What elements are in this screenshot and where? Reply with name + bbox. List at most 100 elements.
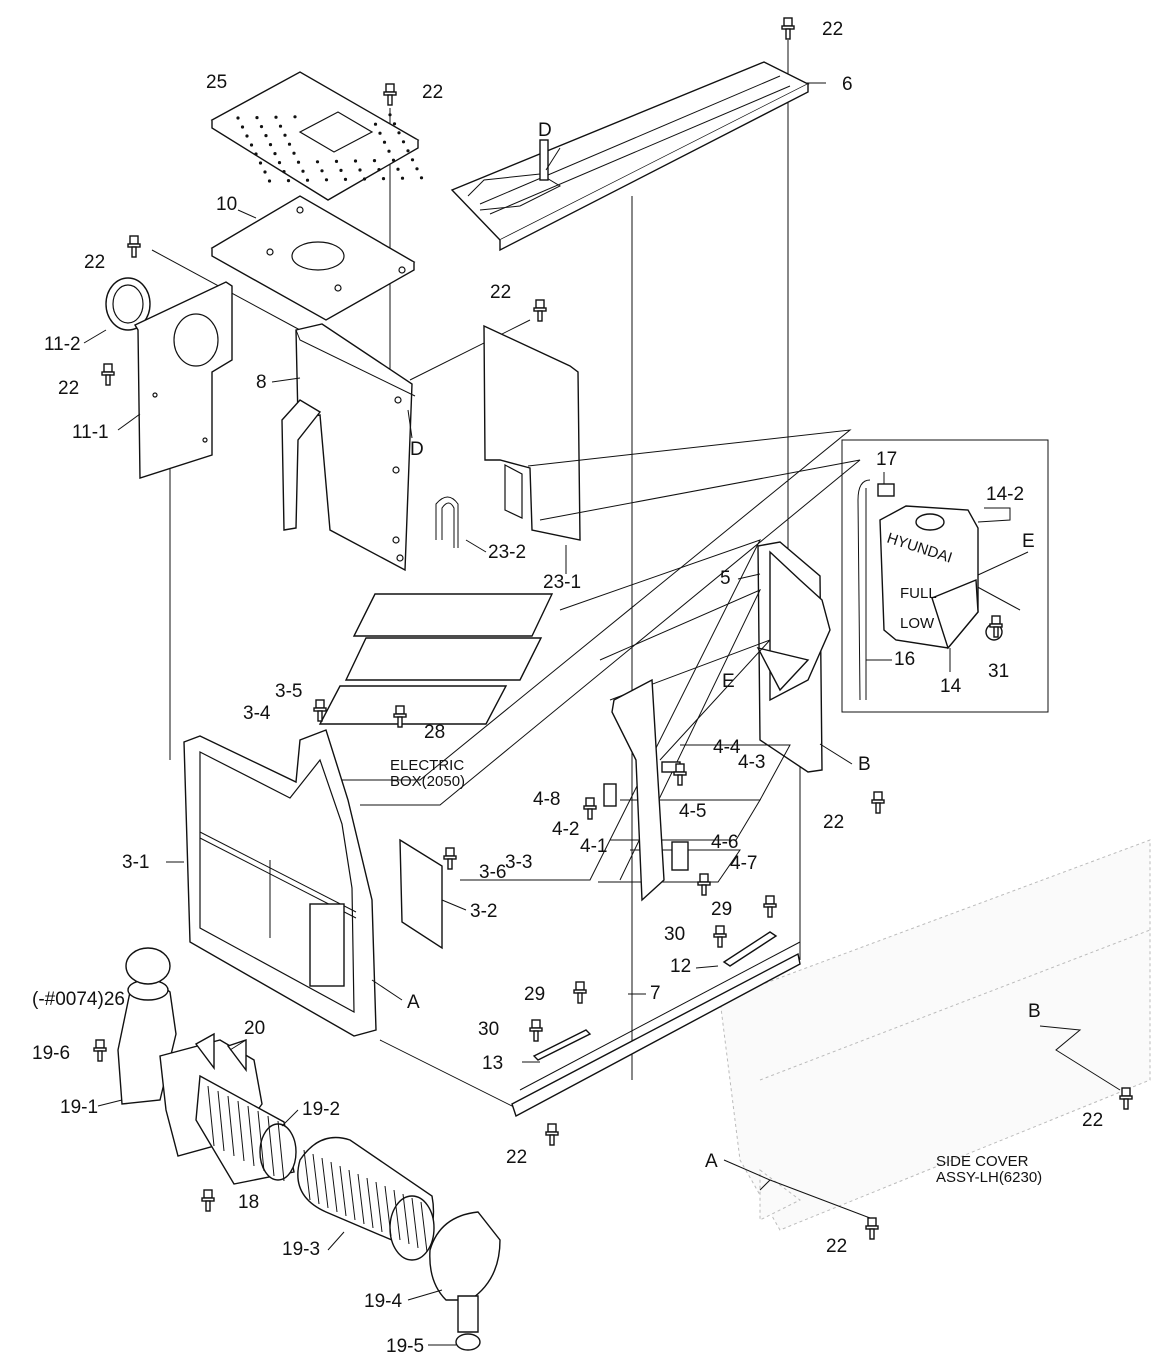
perforation-hole: [372, 159, 377, 163]
label-E: E: [722, 671, 735, 692]
perforation-hole: [381, 177, 386, 181]
filter-mesh-line: [321, 1157, 329, 1209]
label-7: 7: [650, 983, 661, 1004]
filter-mesh-line: [348, 1169, 356, 1221]
bolt-icon: [871, 791, 885, 814]
perforation-hole: [410, 158, 415, 162]
label-19-2: 19-2: [302, 1099, 340, 1120]
label-14-2: 14-2: [986, 484, 1024, 505]
label-12: 12: [670, 956, 691, 977]
label-16: 16: [894, 649, 915, 670]
filter-mesh-line: [402, 1193, 410, 1245]
perforation-hole: [382, 140, 387, 144]
label-E: E: [1022, 531, 1035, 552]
filter-mesh-line: [257, 1110, 265, 1172]
label-D: D: [538, 120, 552, 141]
label-19-3: 19-3: [282, 1239, 320, 1260]
label-31: 31: [988, 661, 1009, 682]
label-8: 8: [256, 372, 267, 393]
perforation-hole: [419, 176, 424, 180]
label-5: 5: [720, 568, 731, 589]
perforation-hole: [267, 179, 272, 183]
label-19-1: 19-1: [60, 1097, 98, 1118]
bolt-icon: [529, 1019, 543, 1042]
filter-mesh-line: [384, 1185, 392, 1237]
label-23-1: 23-1: [543, 572, 581, 593]
perforation-hole: [339, 168, 343, 172]
label-3-1: 3-1: [122, 852, 149, 873]
label-D: D: [410, 439, 424, 460]
perforation-hole: [293, 115, 297, 119]
filter-mesh-line: [375, 1181, 383, 1233]
cover-plates: [318, 429, 861, 883]
perforation-hole: [305, 178, 310, 182]
label-13: 13: [482, 1053, 503, 1074]
perforation-hole: [401, 140, 406, 144]
bolt-icon: [127, 235, 141, 258]
perforation-hole: [255, 116, 259, 120]
perforation-hole: [388, 113, 392, 117]
bolt-icon: [443, 847, 457, 870]
label-19-4: 19-4: [364, 1291, 402, 1312]
panel-23-1: [483, 324, 581, 541]
bolt-icon: [93, 1039, 107, 1062]
bolt-icon: [201, 1189, 215, 1212]
filter-mesh-line: [420, 1201, 428, 1253]
bolt-icon: [573, 981, 587, 1004]
callout-leaders: [83, 82, 1121, 1346]
label-22: 22: [823, 812, 844, 833]
label-22: 22: [84, 252, 105, 273]
note-electric-box: ELECTRIC: [390, 757, 464, 774]
perforation-hole: [358, 168, 362, 172]
label-22: 22: [826, 1236, 847, 1257]
plate-3-2: [399, 838, 443, 950]
label-25: 25: [206, 72, 227, 93]
perforation-hole: [334, 159, 339, 163]
label-11-1: 11-1: [72, 422, 109, 443]
label-4-4: 4-4: [713, 737, 741, 758]
label-3-2: 3-2: [470, 901, 497, 922]
note-side-cover: SIDE COVER: [936, 1153, 1029, 1170]
bolt-icon: [989, 615, 1003, 638]
filter-mesh-line: [366, 1177, 374, 1229]
bolt-icon: [583, 797, 597, 820]
label-10: 10: [216, 194, 237, 215]
filter-mesh-line: [207, 1085, 215, 1147]
label-22: 22: [422, 82, 443, 103]
perforation-hole: [245, 134, 249, 138]
callout-labels: 22 6 25 22 D 10 22 22 11-2 22 8 11-1 D 1…: [32, 19, 1103, 1357]
label-4-2: 4-2: [552, 819, 579, 840]
note-side-cover-code: ASSY-LH(6230): [936, 1169, 1042, 1186]
bolt-icon: [763, 895, 777, 918]
filter-mesh-line: [339, 1165, 347, 1217]
perforation-hole: [320, 169, 324, 173]
filter-mesh-line: [247, 1105, 255, 1167]
label-6: 6: [842, 74, 853, 95]
perforation-hole: [400, 176, 405, 180]
rail-7: [511, 941, 801, 1118]
perforation-hole: [377, 168, 381, 172]
perforation-hole: [254, 152, 258, 156]
perforation-hole: [315, 160, 320, 164]
label-4-6: 4-6: [711, 832, 738, 853]
filter-mesh-line: [312, 1153, 320, 1205]
label-28: 28: [424, 722, 445, 743]
bracket-8: [281, 323, 416, 572]
perforation-hole: [387, 149, 391, 153]
bolt-icon: [101, 363, 115, 386]
perforation-hole: [292, 151, 296, 155]
channel-6: [450, 61, 810, 252]
perforation-hole: [343, 177, 348, 181]
label-22: 22: [58, 378, 79, 399]
perforation-hole: [391, 158, 396, 162]
perforation-hole: [415, 167, 419, 171]
label-4-5: 4-5: [679, 801, 706, 822]
filter-mesh-line: [237, 1100, 245, 1162]
bolt-icon: [393, 705, 407, 728]
label-11-2: 11-2: [44, 334, 81, 355]
label-26: (-#0074)26: [32, 989, 125, 1010]
filter-mesh-line: [411, 1197, 419, 1249]
upright-5: [756, 541, 831, 773]
label-3-5: 3-5: [275, 681, 302, 702]
